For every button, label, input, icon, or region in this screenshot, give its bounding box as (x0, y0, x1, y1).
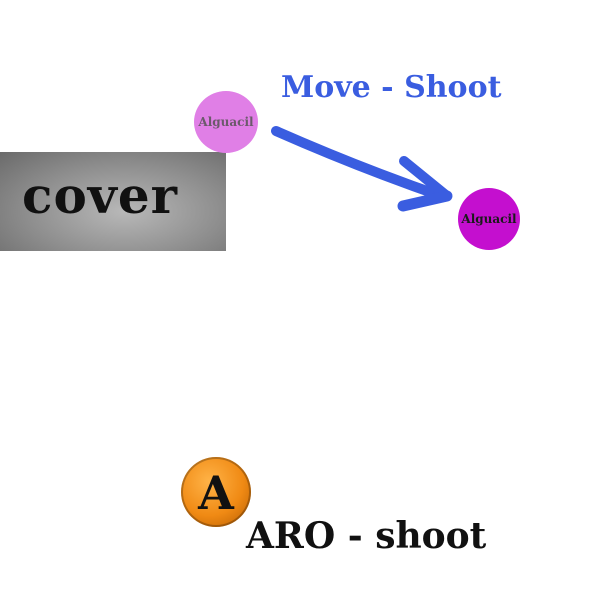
cover-area: cover (0, 152, 226, 251)
cover-label: cover (22, 166, 179, 225)
unit-name-label: Alguacil (198, 115, 254, 129)
unit-token-current-position[interactable]: Alguacil (458, 188, 520, 250)
aro-badge-letter: A (198, 466, 234, 520)
unit-token-previous-position[interactable]: Alguacil (194, 91, 258, 153)
aro-label: ARO - shoot (246, 515, 487, 557)
unit-name-label: Alguacil (461, 212, 517, 226)
order-label: Move - Shoot (281, 70, 502, 105)
aro-unit-badge[interactable]: A (181, 457, 251, 527)
